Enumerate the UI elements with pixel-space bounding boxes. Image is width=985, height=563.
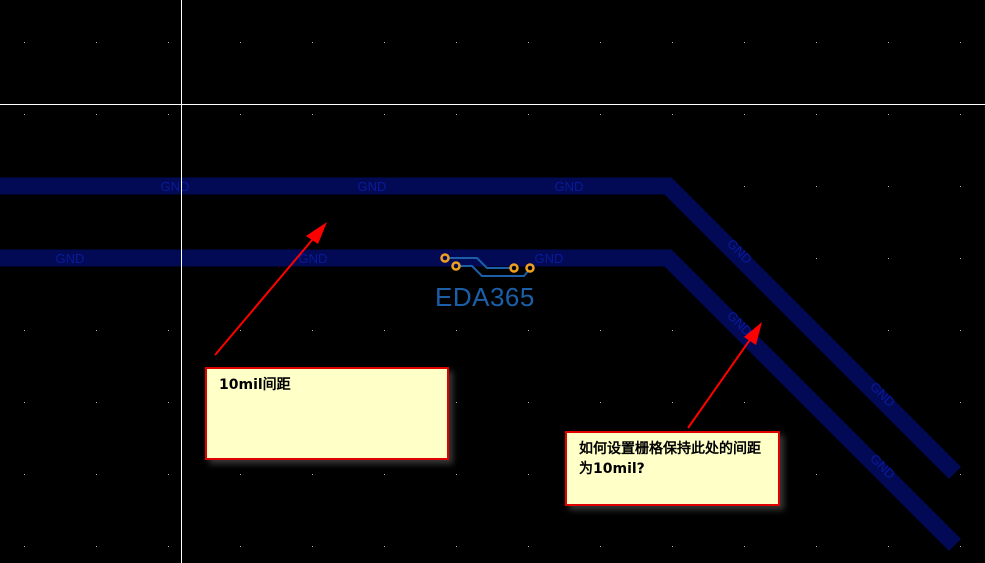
grid-dot xyxy=(240,42,241,43)
grid-dot xyxy=(96,402,97,403)
grid-dot xyxy=(24,114,25,115)
via-icon xyxy=(451,261,461,271)
arrow-2 xyxy=(687,322,762,429)
grid-dot xyxy=(672,114,673,115)
grid-dot xyxy=(744,114,745,115)
grid-dot xyxy=(888,186,889,187)
grid-dot xyxy=(960,258,961,259)
grid-dot xyxy=(672,546,673,547)
eda365-logo-graphic xyxy=(440,253,535,277)
annotation-note-spacing[interactable]: 10mil间距 xyxy=(205,367,449,460)
grid-dot xyxy=(528,330,529,331)
grid-dot xyxy=(960,330,961,331)
grid-dot xyxy=(816,546,817,547)
grid-dot xyxy=(816,42,817,43)
net-label: GND xyxy=(555,179,584,194)
grid-dot xyxy=(672,330,673,331)
grid-dot xyxy=(312,330,313,331)
grid-dot xyxy=(600,114,601,115)
grid-dot xyxy=(960,402,961,403)
grid-dot xyxy=(456,402,457,403)
grid-dot xyxy=(816,258,817,259)
via-icon xyxy=(509,263,519,273)
grid-dot xyxy=(168,546,169,547)
grid-dot xyxy=(96,546,97,547)
grid-dot xyxy=(960,42,961,43)
grid-dot xyxy=(456,330,457,331)
grid-dot xyxy=(240,546,241,547)
grid-dot xyxy=(960,114,961,115)
grid-dot xyxy=(672,402,673,403)
grid-dot xyxy=(960,186,961,187)
grid-dot xyxy=(456,42,457,43)
grid-dot xyxy=(168,114,169,115)
grid-dot xyxy=(96,330,97,331)
net-label: GND xyxy=(358,179,387,194)
grid-dot xyxy=(384,42,385,43)
grid-dot xyxy=(744,402,745,403)
grid-dot xyxy=(456,546,457,547)
grid-dot xyxy=(168,330,169,331)
grid-dot xyxy=(600,42,601,43)
grid-dot xyxy=(312,474,313,475)
grid-dot xyxy=(24,546,25,547)
grid-dot xyxy=(24,474,25,475)
grid-dot xyxy=(960,474,961,475)
grid-dot xyxy=(600,402,601,403)
grid-dot xyxy=(384,546,385,547)
grid-dot xyxy=(96,474,97,475)
eda365-logo: EDA365 xyxy=(435,282,535,312)
grid-dot xyxy=(528,402,529,403)
grid-dot xyxy=(888,114,889,115)
net-label: GND xyxy=(56,251,85,266)
grid-dot xyxy=(816,474,817,475)
trace-top[interactable] xyxy=(0,177,962,480)
grid-dot xyxy=(24,42,25,43)
grid-dot xyxy=(888,42,889,43)
grid-dot xyxy=(384,114,385,115)
net-label: GND xyxy=(535,251,564,266)
grid-dot xyxy=(312,546,313,547)
grid-dot xyxy=(600,330,601,331)
grid-dot xyxy=(168,474,169,475)
grid-dot xyxy=(816,186,817,187)
grid-dot xyxy=(96,114,97,115)
via-icon xyxy=(440,253,450,263)
grid-dot xyxy=(960,546,961,547)
grid-dot xyxy=(312,42,313,43)
grid-dot xyxy=(24,402,25,403)
grid-dot xyxy=(816,114,817,115)
grid-dot xyxy=(312,114,313,115)
grid-dot xyxy=(384,330,385,331)
grid-dot xyxy=(168,42,169,43)
grid-dot xyxy=(168,402,169,403)
grid-dot xyxy=(96,42,97,43)
annotation-note-question[interactable]: 如何设置栅格保持此处的间距为10mil? xyxy=(565,431,780,506)
grid-dot xyxy=(888,258,889,259)
grid-dot xyxy=(744,186,745,187)
net-label: GND xyxy=(299,251,328,266)
trace-bottom[interactable] xyxy=(0,249,962,552)
grid-dot xyxy=(744,546,745,547)
grid-dot xyxy=(24,330,25,331)
grid-dot xyxy=(528,114,529,115)
grid-dot xyxy=(528,42,529,43)
grid-dot xyxy=(600,546,601,547)
grid-dot xyxy=(384,474,385,475)
grid-dot xyxy=(888,330,889,331)
net-label: GND xyxy=(161,179,190,194)
grid-dot xyxy=(240,330,241,331)
grid-dot xyxy=(240,474,241,475)
grid-dot xyxy=(672,42,673,43)
grid-dot xyxy=(240,114,241,115)
grid-dot xyxy=(456,114,457,115)
grid-dot xyxy=(888,546,889,547)
grid-dot xyxy=(528,546,529,547)
grid-dot xyxy=(456,474,457,475)
via-icon xyxy=(525,263,535,273)
grid-dot xyxy=(528,474,529,475)
arrow-1 xyxy=(214,222,327,356)
grid-dot xyxy=(744,42,745,43)
